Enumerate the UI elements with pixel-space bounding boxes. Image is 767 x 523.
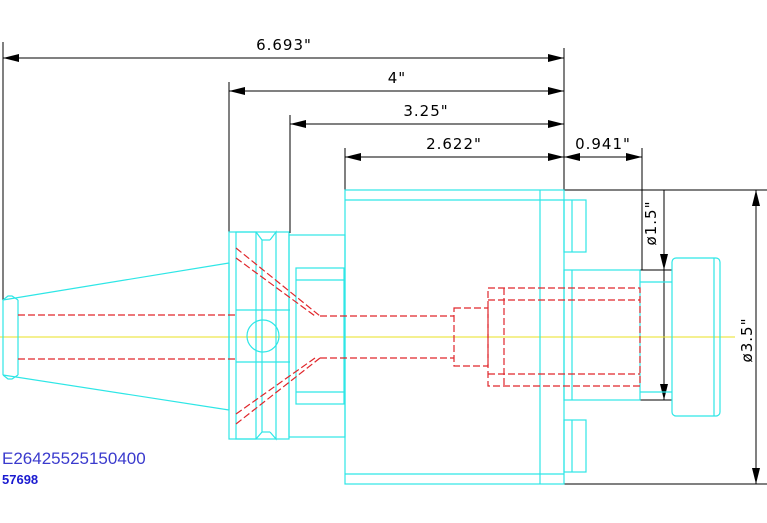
length-3-label: 3.25"	[403, 102, 448, 120]
bore-diameter-label: ø1.5"	[642, 201, 660, 246]
catalog-number: 57698	[2, 472, 39, 487]
neck	[288, 234, 346, 438]
body-diameter-dimension: ø3.5"	[540, 189, 767, 485]
nose-length-dimension: 0.941"	[564, 135, 643, 270]
nose-clamp	[563, 199, 641, 473]
hidden-bore-lines	[18, 247, 641, 425]
nose-length-label: 0.941"	[575, 135, 631, 153]
body-length-dimension: 2.622"	[344, 135, 564, 190]
body-diameter-label: ø3.5"	[738, 318, 756, 363]
tool-head	[640, 257, 721, 417]
overall-length-dimension: 6.693"	[2, 36, 565, 300]
main-body	[344, 189, 565, 485]
body-length-label: 2.622"	[426, 135, 482, 153]
part-number: E26425525150400	[2, 449, 146, 468]
length-3-dimension: 3.25"	[289, 102, 564, 233]
flange-to-end-dimension: 4"	[228, 69, 564, 235]
bore-diameter-dimension: ø1.5"	[640, 190, 672, 401]
flange	[228, 230, 290, 441]
flange-to-end-label: 4"	[388, 69, 406, 87]
overall-length-label: 6.693"	[256, 36, 312, 54]
